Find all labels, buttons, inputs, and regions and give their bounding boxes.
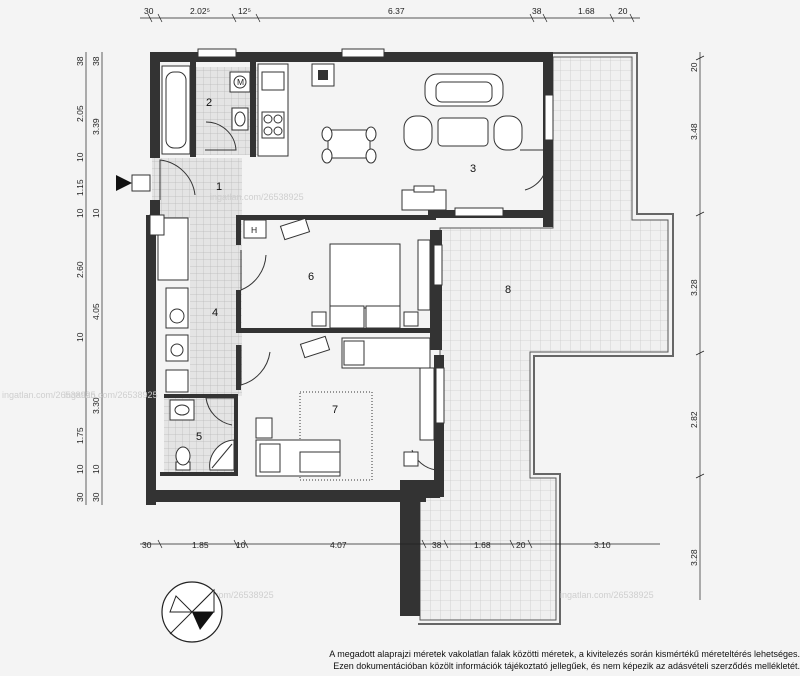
bottom-dim-7: 3.10 xyxy=(594,540,611,550)
top-dim-4: 38 xyxy=(532,6,542,16)
doors xyxy=(159,121,548,471)
bottom-dimension-line xyxy=(140,539,660,549)
left-dim-9: 4.05 xyxy=(91,303,101,320)
watermark: ingatlan.com/26538925 xyxy=(180,590,274,600)
entrance-step xyxy=(131,174,151,192)
double-bed-icon xyxy=(311,243,419,329)
left-dim-4: 10 xyxy=(75,152,85,162)
top-dim-3: 6.37 xyxy=(388,6,405,16)
bottom-dim-2: 10 xyxy=(236,540,246,550)
right-dimension-line xyxy=(695,52,705,600)
washbasin-5 xyxy=(169,399,195,421)
left-dim-13: 10 xyxy=(75,464,85,474)
bottom-dimension-labels: 30 1.85 10 4.07 38 1.68 20 3.10 xyxy=(142,540,611,550)
bottom-dim-5: 1.68 xyxy=(474,540,491,550)
toilet-icon xyxy=(175,446,191,471)
room-number-3: 3 xyxy=(470,163,476,175)
left-dimension-lines xyxy=(85,52,103,505)
left-dim-2: 2.05 xyxy=(75,105,85,122)
disclaimer-line-2: Ezen dokumentációban közölt információk … xyxy=(333,661,800,671)
top-dim-1: 2.02⁵ xyxy=(190,6,210,16)
corridor-4-floor xyxy=(190,218,242,396)
left-dimension-labels: 38 38 2.05 3.39 10 1.15 10 10 2.60 4.05 … xyxy=(75,56,101,502)
bottom-dim-4: 38 xyxy=(432,540,442,550)
right-dim-1: 3.48 xyxy=(689,123,699,140)
sink-icon xyxy=(231,107,249,131)
entrance-arrow-icon xyxy=(116,175,132,191)
corridor-closet xyxy=(149,214,189,393)
left-dim-16: 30 xyxy=(91,492,101,502)
north-arrow-icon xyxy=(161,581,223,643)
heater-label: H xyxy=(251,225,257,235)
left-dim-1: 38 xyxy=(91,56,101,66)
top-dim-5: 1.68 xyxy=(578,6,595,16)
room-number-1: 1 xyxy=(216,181,222,193)
disclaimer: A megadott alaprajzi méretek vakolatlan … xyxy=(150,648,800,672)
room-number-6: 6 xyxy=(308,271,314,283)
tv-console-icon xyxy=(401,185,447,211)
desk-7-icon xyxy=(299,335,331,359)
dining-table-icon xyxy=(321,126,377,164)
right-dim-3: 2.82 xyxy=(689,411,699,428)
left-dim-8: 2.60 xyxy=(75,261,85,278)
shower-icon xyxy=(209,439,235,471)
left-dim-12: 1.75 xyxy=(75,427,85,444)
top-dimension-line xyxy=(140,13,640,23)
coffee-table-icon xyxy=(403,115,523,151)
top-dim-6: 20 xyxy=(618,6,628,16)
watermark: ingatlan.com/26538925 xyxy=(560,590,654,600)
desk-icon xyxy=(279,217,311,241)
sofa-bed-7 xyxy=(255,417,419,477)
room-number-2: 2 xyxy=(206,97,212,109)
bottom-dim-0: 30 xyxy=(142,540,152,550)
left-dim-3: 3.39 xyxy=(91,118,101,135)
kitchen-counter xyxy=(257,63,289,157)
wardrobe-6 xyxy=(417,239,431,311)
left-dim-11: 3.30 xyxy=(91,397,101,414)
left-dim-10: 10 xyxy=(75,332,85,342)
windows xyxy=(197,48,554,424)
right-dimension-labels: 20 3.48 3.28 2.82 3.28 xyxy=(689,62,699,566)
top-dim-2: 12⁵ xyxy=(238,6,251,16)
fridge-icon xyxy=(311,63,335,87)
watermarks: ingatlan.com/26538925 ingatlan.com/26538… xyxy=(2,192,654,600)
single-bed-icon xyxy=(341,337,431,369)
room-number-7: 7 xyxy=(332,404,338,416)
watermark: ingatlan.com/26538925 xyxy=(64,390,158,400)
room-number-8: 8 xyxy=(505,284,511,296)
rug-icon xyxy=(299,391,373,481)
sofa-icon xyxy=(424,73,504,107)
left-dim-5: 1.15 xyxy=(75,179,85,196)
top-dimension-labels: 30 2.02⁵ 12⁵ 6.37 38 1.68 20 xyxy=(144,6,628,16)
hall-1-floor xyxy=(152,158,242,218)
room-numbers: 1 2 3 4 5 6 7 8 xyxy=(196,97,511,443)
left-dim-7: 10 xyxy=(91,208,101,218)
right-dim-4: 3.28 xyxy=(689,549,699,566)
left-dim-15: 30 xyxy=(75,492,85,502)
bottom-dim-6: 20 xyxy=(516,540,526,550)
room-number-5: 5 xyxy=(196,431,202,443)
bottom-dim-3: 4.07 xyxy=(330,540,347,550)
left-dim-6: 10 xyxy=(75,208,85,218)
wardrobe-7 xyxy=(419,367,435,441)
bottom-dim-1: 1.85 xyxy=(192,540,209,550)
meter-label: M xyxy=(237,77,244,87)
room-number-4: 4 xyxy=(212,307,218,319)
watermark: ingatlan.com/26538925 xyxy=(210,192,304,202)
right-dim-2: 3.28 xyxy=(689,279,699,296)
watermark: ingatlan.com/26538925 xyxy=(2,390,96,400)
left-dim-0: 38 xyxy=(75,56,85,66)
left-dim-14: 10 xyxy=(91,464,101,474)
right-dim-0: 20 xyxy=(689,62,699,72)
disclaimer-line-1: A megadott alaprajzi méretek vakolatlan … xyxy=(329,649,800,659)
bathtub-icon xyxy=(161,65,191,155)
top-dim-0: 30 xyxy=(144,6,154,16)
heater-box: H xyxy=(243,219,267,239)
meter-box-icon: M xyxy=(229,71,251,93)
